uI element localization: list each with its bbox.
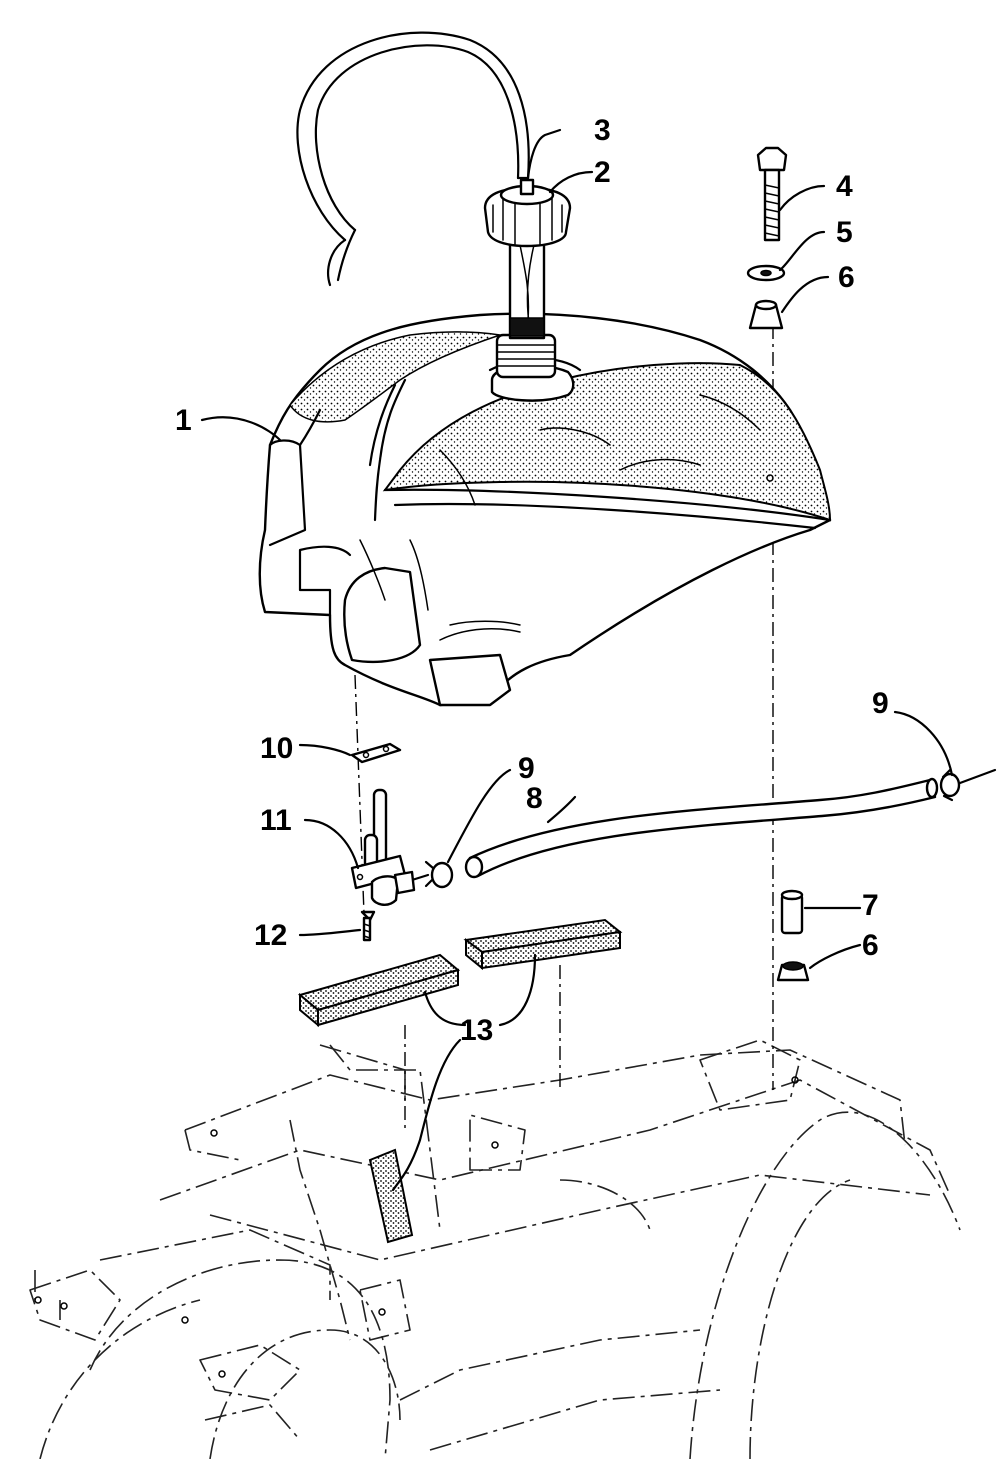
- hose-clamp-right: [939, 768, 961, 802]
- foam-pad-left: [297, 953, 461, 1028]
- callout-2: 2: [594, 156, 611, 189]
- callout-6-lower: 6: [862, 929, 879, 962]
- foam-pad-right: [463, 918, 623, 971]
- vent-hose: [296, 31, 530, 287]
- foam-pad-frame: [368, 1148, 414, 1244]
- callout-7: 7: [862, 889, 879, 922]
- fuel-cap-assembly: [483, 178, 575, 402]
- callout-10: 10: [260, 732, 293, 765]
- valve-screw: [360, 910, 376, 942]
- callout-13: 13: [460, 1014, 493, 1047]
- grommet-upper: [748, 299, 784, 330]
- callout-3: 3: [594, 114, 611, 147]
- grommet-lower: [776, 961, 810, 982]
- hose-clamp-left: [410, 860, 454, 889]
- fuel-valve: [350, 788, 416, 906]
- callout-11: 11: [260, 804, 292, 837]
- callouts: 1 2 3 4 5 6 6 7 8 9 9 10 11 12 13: [175, 114, 889, 1047]
- fuel-hose: [464, 768, 997, 879]
- callout-1: 1: [175, 404, 192, 437]
- bolt: [756, 146, 788, 242]
- washer: [746, 264, 786, 282]
- valve-gasket: [350, 742, 402, 764]
- spacer: [780, 889, 804, 935]
- atv-frame: [29, 1039, 961, 1459]
- leader-lines: [200, 128, 954, 1192]
- callout-4: 4: [836, 170, 853, 203]
- callout-8: 8: [526, 782, 543, 815]
- callout-9-left: 9: [518, 752, 535, 785]
- callout-5: 5: [836, 216, 853, 249]
- callout-12: 12: [254, 919, 287, 952]
- callout-9-right: 9: [872, 687, 889, 720]
- fuel-tank: [258, 312, 832, 707]
- callout-6-upper: 6: [838, 261, 855, 294]
